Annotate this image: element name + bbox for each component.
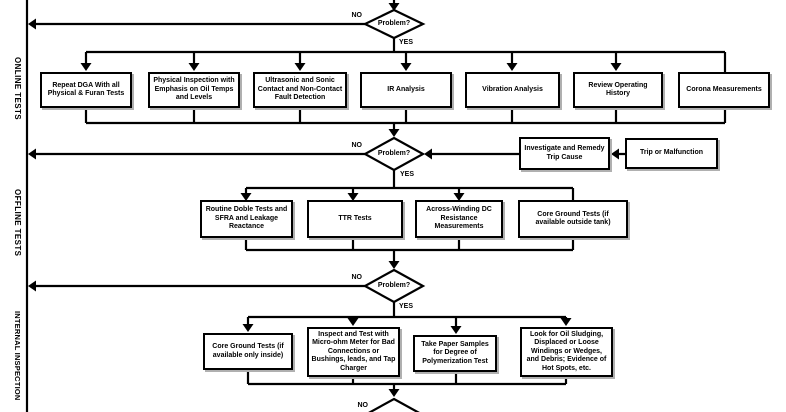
decision-problem-3: Problem? <box>377 282 411 289</box>
diamond-problem-1 <box>362 8 426 40</box>
no-label-3: NO <box>351 274 363 281</box>
diamond-problem-3 <box>362 268 426 304</box>
box-look-for-oil-sludging: Look for Oil Sludging, Displaced or Loos… <box>520 327 613 377</box>
sidebar-label-internal-inspection: INTERNAL INSPECTION <box>13 311 22 401</box>
box-corona-measurements: Corona Measurements <box>678 72 770 108</box>
box-ir-analysis: IR Analysis <box>360 72 452 108</box>
no-label-2: NO <box>351 142 363 149</box>
no-label-4: NO <box>357 402 369 409</box>
sidebar-label-online-tests: ONLINE TESTS <box>13 57 22 121</box>
diamond-problem-4-partial <box>368 397 420 412</box>
decision-diamonds <box>362 8 426 412</box>
box-take-paper-samples: Take Paper Samples for Degree of Polymer… <box>413 335 497 372</box>
box-core-ground-tests-inside: Core Ground Tests (if available only ins… <box>203 333 293 370</box>
box-investigate-remedy-trip-cause: Investigate and Remedy Trip Cause <box>519 137 610 170</box>
yes-label-1: YES <box>399 39 414 46</box>
box-ttr-tests: TTR Tests <box>307 200 403 238</box>
arrowheads <box>28 3 622 397</box>
box-review-operating-history: Review Operating History <box>573 72 663 108</box>
yes-label-2: YES <box>400 171 415 178</box>
box-vibration-analysis: Vibration Analysis <box>465 72 560 108</box>
box-routine-doble-sfra-leakage: Routine Doble Tests and SFRA and Leakage… <box>200 200 293 238</box>
decision-problem-1: Problem? <box>377 20 411 27</box>
sidebar-label-offline-tests: OFFLINE TESTS <box>13 189 22 257</box>
box-trip-or-malfunction: Trip or Malfunction <box>625 138 718 169</box>
decision-problem-2: Problem? <box>377 150 411 157</box>
no-label-1: NO <box>351 12 363 19</box>
box-physical-inspection: Physical Inspection with Emphasis on Oil… <box>148 72 240 108</box>
box-repeat-dga: Repeat DGA With all Physical & Furan Tes… <box>40 72 132 108</box>
box-inspect-micro-ohm-meter: Inspect and Test with Micro-ohm Meter fo… <box>307 327 400 377</box>
box-ultrasonic-sonic-fault-detection: Ultrasonic and Sonic Contact and Non-Con… <box>253 72 347 108</box>
box-across-winding-dc-resistance: Across-Winding DC Resistance Measurement… <box>415 200 503 238</box>
diamond-problem-2 <box>362 136 426 172</box>
box-core-ground-tests-outside: Core Ground Tests (if available outside … <box>518 200 628 238</box>
yes-label-3: YES <box>399 303 414 310</box>
